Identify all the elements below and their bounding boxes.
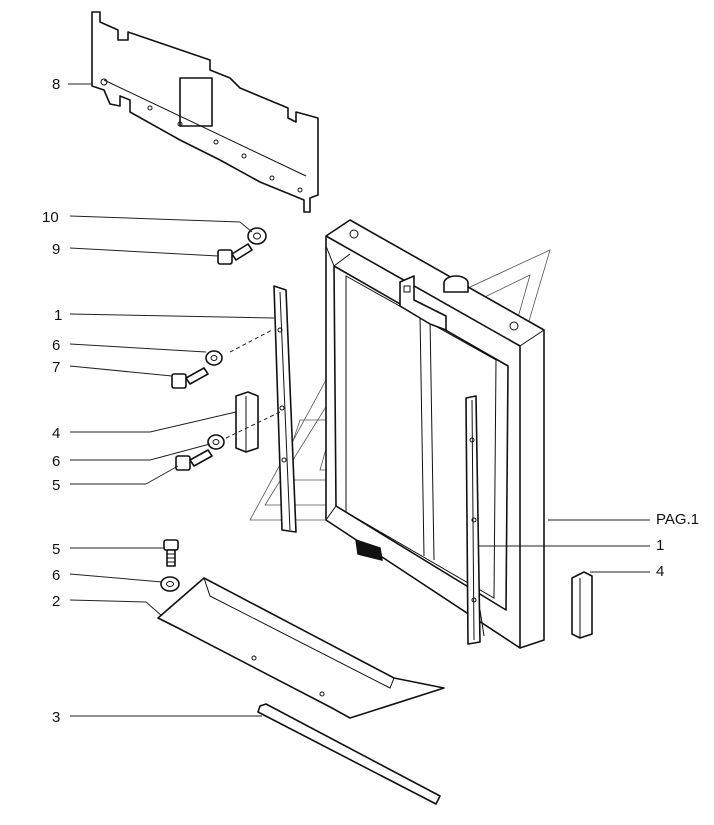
callout-5-lower: 5 bbox=[52, 541, 60, 558]
part-1-right-side-strip bbox=[465, 395, 481, 645]
callout-4-right: 4 bbox=[656, 563, 664, 580]
callout-7: 7 bbox=[52, 359, 60, 376]
part-4-left-pad bbox=[235, 391, 259, 453]
callout-pag: PAG.1 bbox=[656, 511, 699, 528]
callout-9: 9 bbox=[52, 241, 60, 258]
part-8-top-bracket bbox=[91, 11, 319, 213]
leader-lines bbox=[68, 83, 650, 717]
callout-6-mid: 6 bbox=[52, 453, 60, 470]
callout-8: 8 bbox=[52, 76, 60, 93]
callout-6-upper: 6 bbox=[52, 337, 60, 354]
part-5-lower-bolt bbox=[163, 539, 179, 567]
callout-4-left: 4 bbox=[52, 425, 60, 442]
part-4-right-pad bbox=[571, 571, 593, 639]
part-2-shroud-plate bbox=[157, 577, 445, 719]
part-6-lower-nut bbox=[160, 576, 180, 592]
part-5-mid-bolt bbox=[175, 449, 213, 471]
callout-6-lower: 6 bbox=[52, 567, 60, 584]
callout-10: 10 bbox=[42, 209, 59, 226]
part-1-left-side-strip bbox=[273, 285, 297, 533]
part-7-bolt bbox=[171, 367, 209, 389]
part-6-upper-washer bbox=[205, 350, 223, 366]
callout-5-mid: 5 bbox=[52, 477, 60, 494]
part-9-bolt bbox=[217, 243, 253, 265]
part-3-seal-strip bbox=[257, 703, 441, 805]
callout-2: 2 bbox=[52, 593, 60, 610]
callout-3: 3 bbox=[52, 709, 60, 726]
part-10-washer bbox=[247, 227, 267, 245]
part-6-mid-washer bbox=[207, 434, 225, 450]
callout-1-right: 1 bbox=[656, 537, 664, 554]
callout-labels: 8 10 9 1 6 7 4 6 5 5 6 2 3 PAG.1 1 4 bbox=[42, 76, 699, 726]
callout-1-left: 1 bbox=[54, 307, 62, 324]
